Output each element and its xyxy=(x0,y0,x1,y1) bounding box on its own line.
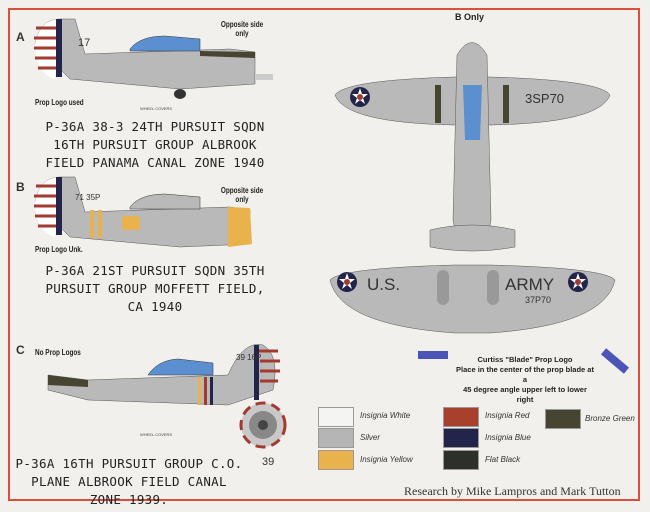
swatch-insignia-blue xyxy=(443,428,479,448)
sheet-border xyxy=(8,8,640,501)
profile-a-code: 17 xyxy=(78,37,90,49)
title-line: FIELD PANAMA CANAL ZONE 1940 xyxy=(45,155,265,170)
profile-a-wheel-note: WHEEL COVERS xyxy=(140,106,173,111)
legend-label: Flat Black xyxy=(485,455,521,464)
swatch-insignia-yellow xyxy=(318,450,354,470)
profile-c-wheel-note: WHEEL COVERS xyxy=(140,432,173,437)
wheel-cover-detail xyxy=(239,401,287,449)
legend-label: Silver xyxy=(360,433,381,442)
prop-logo-sample xyxy=(418,351,448,359)
legend-label: Insignia White xyxy=(360,411,411,420)
profile-a-prop-note: Prop Logo used xyxy=(35,98,84,107)
swatch-bronze-green xyxy=(545,409,581,429)
profile-a-aircraft: 17 xyxy=(34,18,273,99)
b-only-note: B Only xyxy=(455,12,485,22)
profile-b-prop-note: Prop Logo Unk. xyxy=(35,245,83,254)
wheel-number: 39 xyxy=(262,456,275,468)
title-line: P-36A 38-3 24TH PURSUIT SQDN xyxy=(45,119,265,134)
title-line: PURSUIT GROUP MOFFETT FIELD, xyxy=(45,281,265,296)
title-line: P-36A 21ST PURSUIT SQDN 35TH xyxy=(45,263,265,278)
profile-a-letter: A xyxy=(16,30,25,44)
title-line: CA 1940 xyxy=(127,299,183,314)
profile-b-code: 71 35P xyxy=(75,193,100,202)
legend-label: Insignia Yellow xyxy=(360,455,413,464)
profile-c-title: P-36A 16TH PURSUIT GROUP C.O. PLANE ALBR… xyxy=(5,455,253,509)
plan-top-code: 3SP70 xyxy=(525,91,564,106)
profile-a-title: P-36A 38-3 24TH PURSUIT SQDN 16TH PURSUI… xyxy=(5,118,305,172)
profile-c-letter: C xyxy=(16,343,25,357)
legend-label: Insignia Blue xyxy=(485,433,531,442)
swatch-silver xyxy=(318,428,354,448)
profile-a-opposite-note: Opposite side only xyxy=(220,20,264,38)
plan-view-aircraft: 3SP70 U.S. ARMY 37P70 xyxy=(329,42,616,334)
swatch-flat-black xyxy=(443,450,479,470)
profile-b-letter: B xyxy=(16,180,25,194)
swatch-insignia-white xyxy=(318,407,354,427)
profile-c-aircraft: 39 16P xyxy=(47,344,280,406)
title-line: P-36A 16TH PURSUIT GROUP C.O. xyxy=(15,456,243,471)
legend-label: Bronze Green xyxy=(585,414,635,423)
title-line: PLANE ALBROOK FIELD CANAL xyxy=(31,474,227,489)
profile-b-opposite-note: Opposite side only xyxy=(220,186,264,204)
profile-b-aircraft: 71 35P xyxy=(34,176,252,248)
profile-b-title: P-36A 21ST PURSUIT SQDN 35TH PURSUIT GRO… xyxy=(5,262,305,316)
swatch-insignia-red xyxy=(443,407,479,427)
legend-label: Insignia Red xyxy=(485,411,530,420)
plan-us-text: U.S. xyxy=(367,275,400,294)
plan-bottom-code: 37P70 xyxy=(525,295,551,305)
prop-logo-line: Place in the center of the prop blade at… xyxy=(456,365,594,384)
prop-logo-instructions: Curtiss "Blade" Prop Logo Place in the c… xyxy=(455,355,595,405)
prop-logo-line: 45 degree angle upper left to lower righ… xyxy=(463,385,587,404)
title-line: 16TH PURSUIT GROUP ALBROOK xyxy=(53,137,257,152)
profile-c-prop-note: No Prop Logos xyxy=(35,348,81,357)
prop-logo-title: Curtiss "Blade" Prop Logo xyxy=(477,355,573,364)
plan-army-text: ARMY xyxy=(505,275,554,294)
profile-c-code: 39 16P xyxy=(236,353,261,362)
research-credit: Research by Mike Lampros and Mark Tutton xyxy=(404,484,621,498)
title-line: ZONE 1939. xyxy=(89,492,169,507)
